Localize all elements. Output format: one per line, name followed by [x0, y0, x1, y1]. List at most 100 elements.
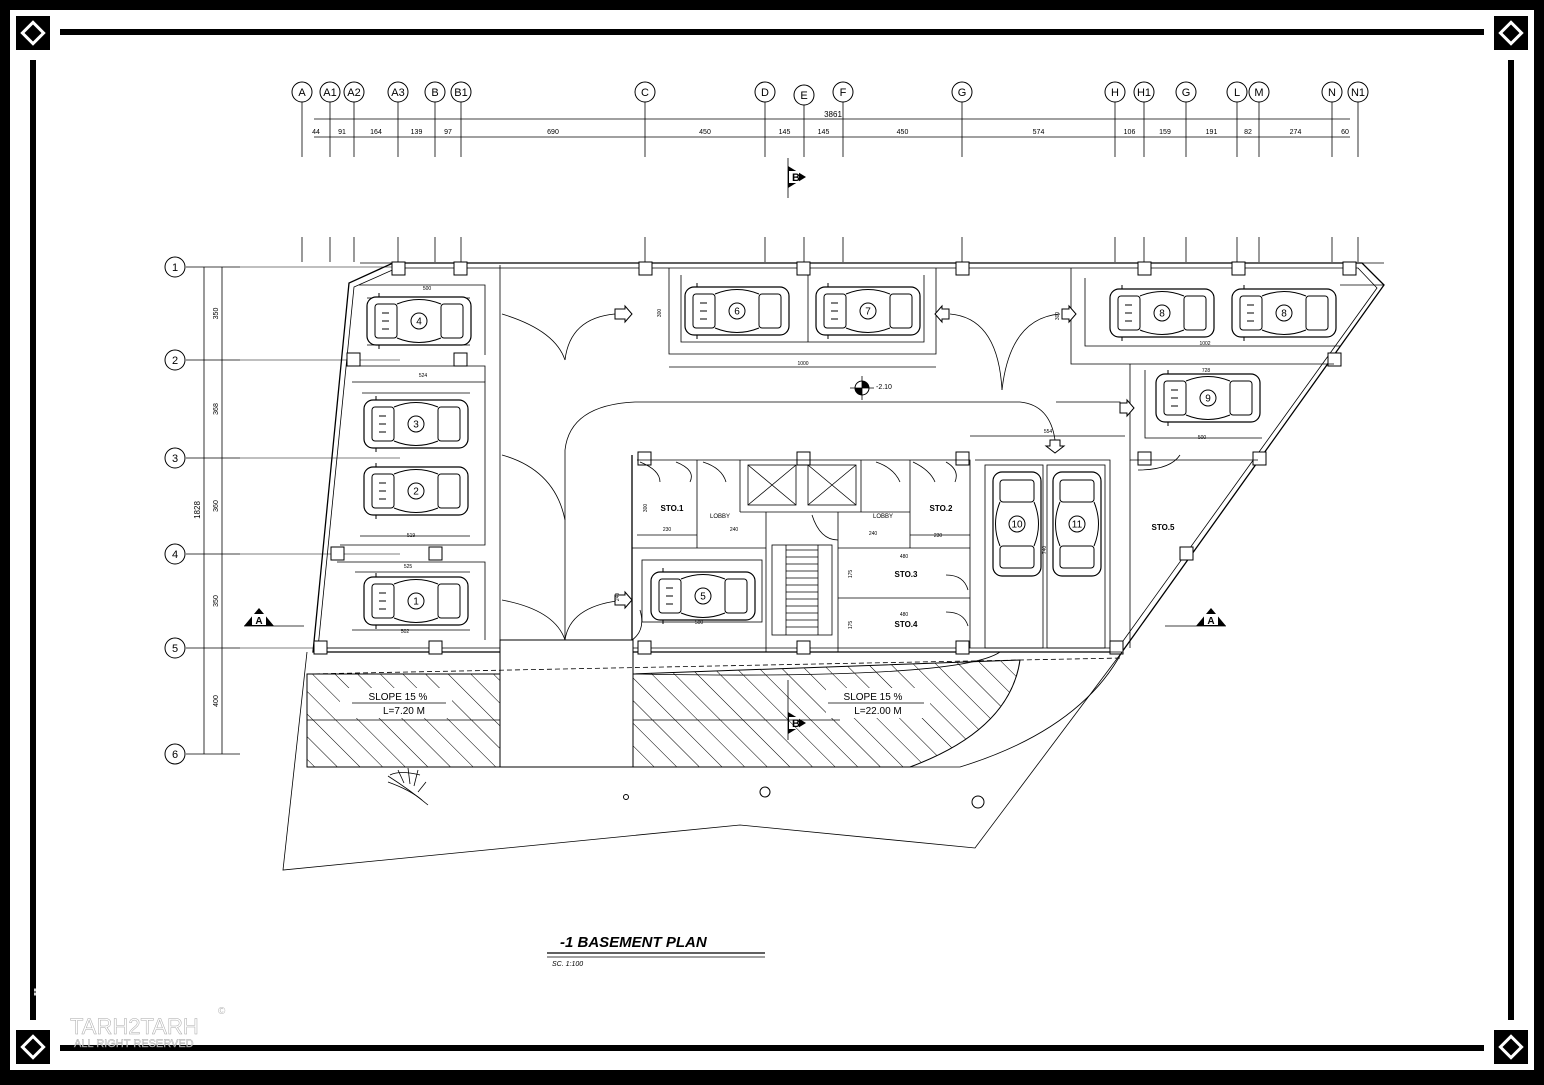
north-east-bays: 1002 300 728 500	[1055, 268, 1340, 648]
north-central-bays: 1000 300	[657, 268, 937, 368]
overall-width-label: 3861	[824, 110, 842, 119]
grid-axis-n: N 60	[1321, 81, 1349, 262]
grid-spacing-label: 400	[213, 695, 220, 707]
grid-axis-4: 4 350	[164, 543, 400, 648]
plan-title-block: -1 BASEMENT PLAN SC. 1:100	[547, 934, 765, 968]
parking-car-10: 9	[1155, 369, 1261, 427]
svg-text:502: 502	[401, 629, 410, 635]
svg-text:500: 500	[1198, 435, 1207, 441]
overall-height-dimension: 1828	[193, 267, 205, 754]
parking-car-6: 6	[684, 282, 790, 340]
east-garage: 740	[975, 459, 1111, 649]
grid-bubble-label: 6	[172, 749, 178, 761]
grid-spacing-label: 690	[547, 129, 559, 136]
grid-bubble-label: L	[1234, 87, 1240, 99]
svg-text:240: 240	[869, 531, 878, 537]
grid-spacing-label: 450	[699, 129, 711, 136]
grid-spacing-label: 350	[213, 308, 220, 320]
grid-spacing-label: 91	[338, 129, 346, 136]
svg-text:519: 519	[407, 533, 416, 539]
grid-axis-a: A44	[291, 81, 320, 262]
grid-bubble-label: 2	[172, 355, 178, 367]
corner-diamond	[16, 1030, 50, 1064]
grid-bubble-label: 3	[172, 453, 178, 465]
svg-text:500: 500	[695, 620, 704, 626]
svg-text:175: 175	[848, 570, 854, 579]
plan-scale: SC. 1:100	[552, 961, 583, 968]
grid-spacing-label: 145	[818, 129, 830, 136]
grid-spacing-label: 450	[897, 129, 909, 136]
grid-spacing-label: 191	[1206, 129, 1218, 136]
parking-number: 8	[1159, 309, 1165, 320]
parking-number: 3	[413, 420, 419, 431]
grid-bubble-label: E	[800, 90, 807, 102]
svg-text:B: B	[792, 172, 800, 184]
grid-axis-c: C 450	[634, 81, 711, 262]
circulation-path: 554	[501, 304, 1135, 641]
parking-number: 7	[865, 307, 871, 318]
parking-car-11: 10	[992, 471, 1042, 577]
grid-bubble-label: H	[1111, 87, 1119, 99]
grid-spacing-label: 82	[1244, 129, 1252, 136]
column-grid: A44A191A2164A3139B97B1690C450D145E145F45…	[291, 81, 1369, 262]
parking-car-1: 1	[363, 572, 469, 630]
grid-bubble-label: C	[641, 87, 649, 99]
grid-spacing-label: 350	[213, 595, 220, 607]
grid-spacing-label: 145	[779, 129, 791, 136]
grid-bubble-label: F	[840, 87, 847, 99]
svg-text:500: 500	[423, 286, 432, 292]
grid-axis-e: E 145	[793, 84, 830, 262]
grid-bubble-label: B	[431, 87, 438, 99]
svg-text:A: A	[1207, 616, 1214, 627]
grid-axis-6: 6	[164, 743, 240, 765]
parking-number: 10	[1011, 520, 1023, 531]
svg-text:524: 524	[419, 373, 428, 379]
section-mark-a-right: A	[1165, 608, 1226, 627]
grid-spacing-label: 60	[1341, 129, 1349, 136]
svg-text:230: 230	[934, 533, 943, 539]
grid-bubble-label: H1	[1137, 87, 1151, 99]
grid-axis-b: B 97	[424, 81, 452, 262]
grid-spacing-label: 97	[444, 129, 452, 136]
svg-text:240: 240	[730, 527, 739, 533]
parking-number: 8	[1281, 309, 1287, 320]
grid-bubble-label: 5	[172, 643, 178, 655]
parking-car-3: 3	[363, 395, 469, 453]
grid-spacing-label: 360	[213, 500, 220, 512]
grid-spacing-label: 159	[1159, 129, 1171, 136]
grid-spacing-label: 274	[1290, 129, 1302, 136]
ramp-length-right: L=22.00 M	[854, 706, 902, 717]
parking-car-12: 11	[1052, 471, 1102, 577]
grid-axis-l: L 82	[1226, 81, 1252, 262]
parking-number: 1	[413, 597, 419, 608]
room-label-sto3: STO.3	[895, 570, 919, 579]
parking-number: 4	[416, 317, 422, 328]
grid-axis-d: D 145	[754, 81, 791, 262]
parking-number: 2	[413, 487, 419, 498]
grid-axis-g: G 191	[1175, 81, 1218, 262]
central-core: STO.1 LOBBY LOBBY STO.2 STO.3 STO.4 STO.…	[615, 455, 1175, 652]
room-label-sto5: STO.5	[1152, 523, 1176, 532]
svg-text:554: 554	[1044, 429, 1053, 435]
grid-spacing-label: 164	[370, 129, 382, 136]
grid-bubble-label: G	[1182, 87, 1191, 99]
grid-bubble-label: D	[761, 87, 769, 99]
grid-bubble-label: 4	[172, 549, 178, 561]
parking-number: 9	[1205, 394, 1211, 405]
grid-spacing-label: 574	[1033, 129, 1045, 136]
svg-text:728: 728	[1202, 368, 1211, 374]
svg-text:240: 240	[615, 593, 621, 602]
grid-bubble-label: N	[1328, 87, 1336, 99]
section-mark-b-top: B	[787, 158, 806, 198]
plan-title: -1 BASEMENT PLAN	[560, 934, 708, 951]
ramp-area: SLOPE 15 % L=7.20 M SLOPE 15 % L=22.00 M	[306, 639, 1123, 768]
